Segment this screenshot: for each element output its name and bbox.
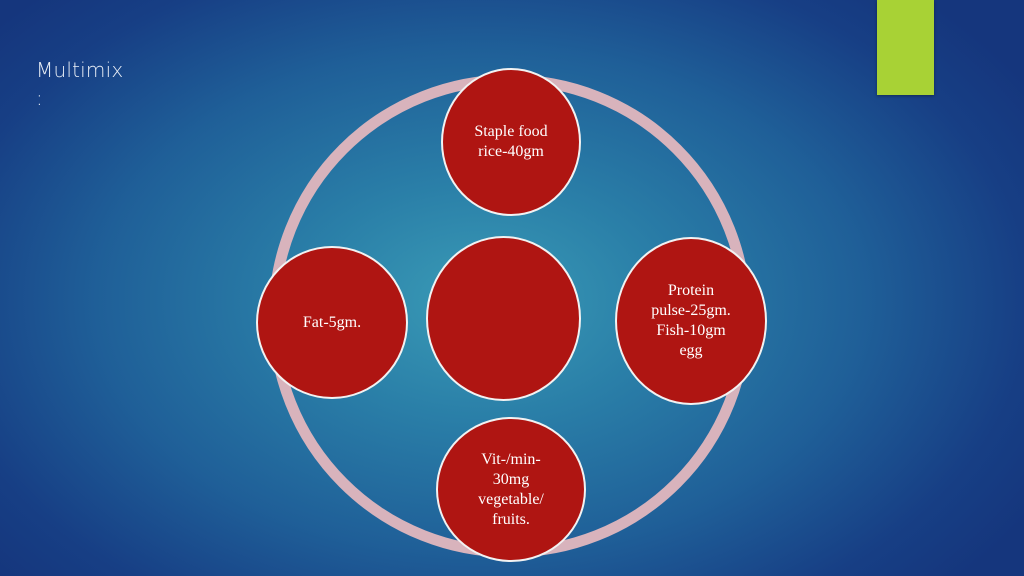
node-vitamins-minerals-line: Vit-/min- <box>481 450 541 468</box>
node-protein-line: pulse-25gm. <box>651 302 731 319</box>
node-protein-label: Protein pulse-25gm. Fish-10gm egg <box>651 281 731 361</box>
node-staple-food-label: Staple food rice-40gm <box>474 122 547 162</box>
node-vitamins-minerals-line: 30mg <box>492 470 530 488</box>
node-fat-label: Fat-5gm. <box>303 313 361 333</box>
node-vitamins-minerals-label: Vit-/min- 30mg vegetable/ fruits. <box>478 450 544 530</box>
node-fat: Fat-5gm. <box>256 246 408 399</box>
node-staple-food-line: Staple food <box>474 123 548 140</box>
node-fat-line: Fat-5gm. <box>302 313 362 331</box>
node-vitamins-minerals-line: fruits. <box>492 510 530 528</box>
slide-title: Multimix : <box>36 56 156 112</box>
slide-title-line-2: : <box>36 86 43 110</box>
node-staple-food: Staple food rice-40gm <box>441 68 581 216</box>
node-protein-line: egg <box>679 342 703 359</box>
node-vitamins-minerals-line: vegetable/ <box>478 490 544 508</box>
accent-bar <box>877 0 934 95</box>
node-vitamins-minerals: Vit-/min- 30mg vegetable/ fruits. <box>436 417 586 562</box>
node-protein-line: Protein <box>667 282 715 299</box>
node-protein: Protein pulse-25gm. Fish-10gm egg <box>615 237 767 405</box>
node-protein-line: Fish-10gm <box>656 322 726 339</box>
slide-title-line-1: Multimix <box>36 58 124 82</box>
node-staple-food-line: rice-40gm <box>478 143 544 160</box>
center-node <box>426 236 581 401</box>
